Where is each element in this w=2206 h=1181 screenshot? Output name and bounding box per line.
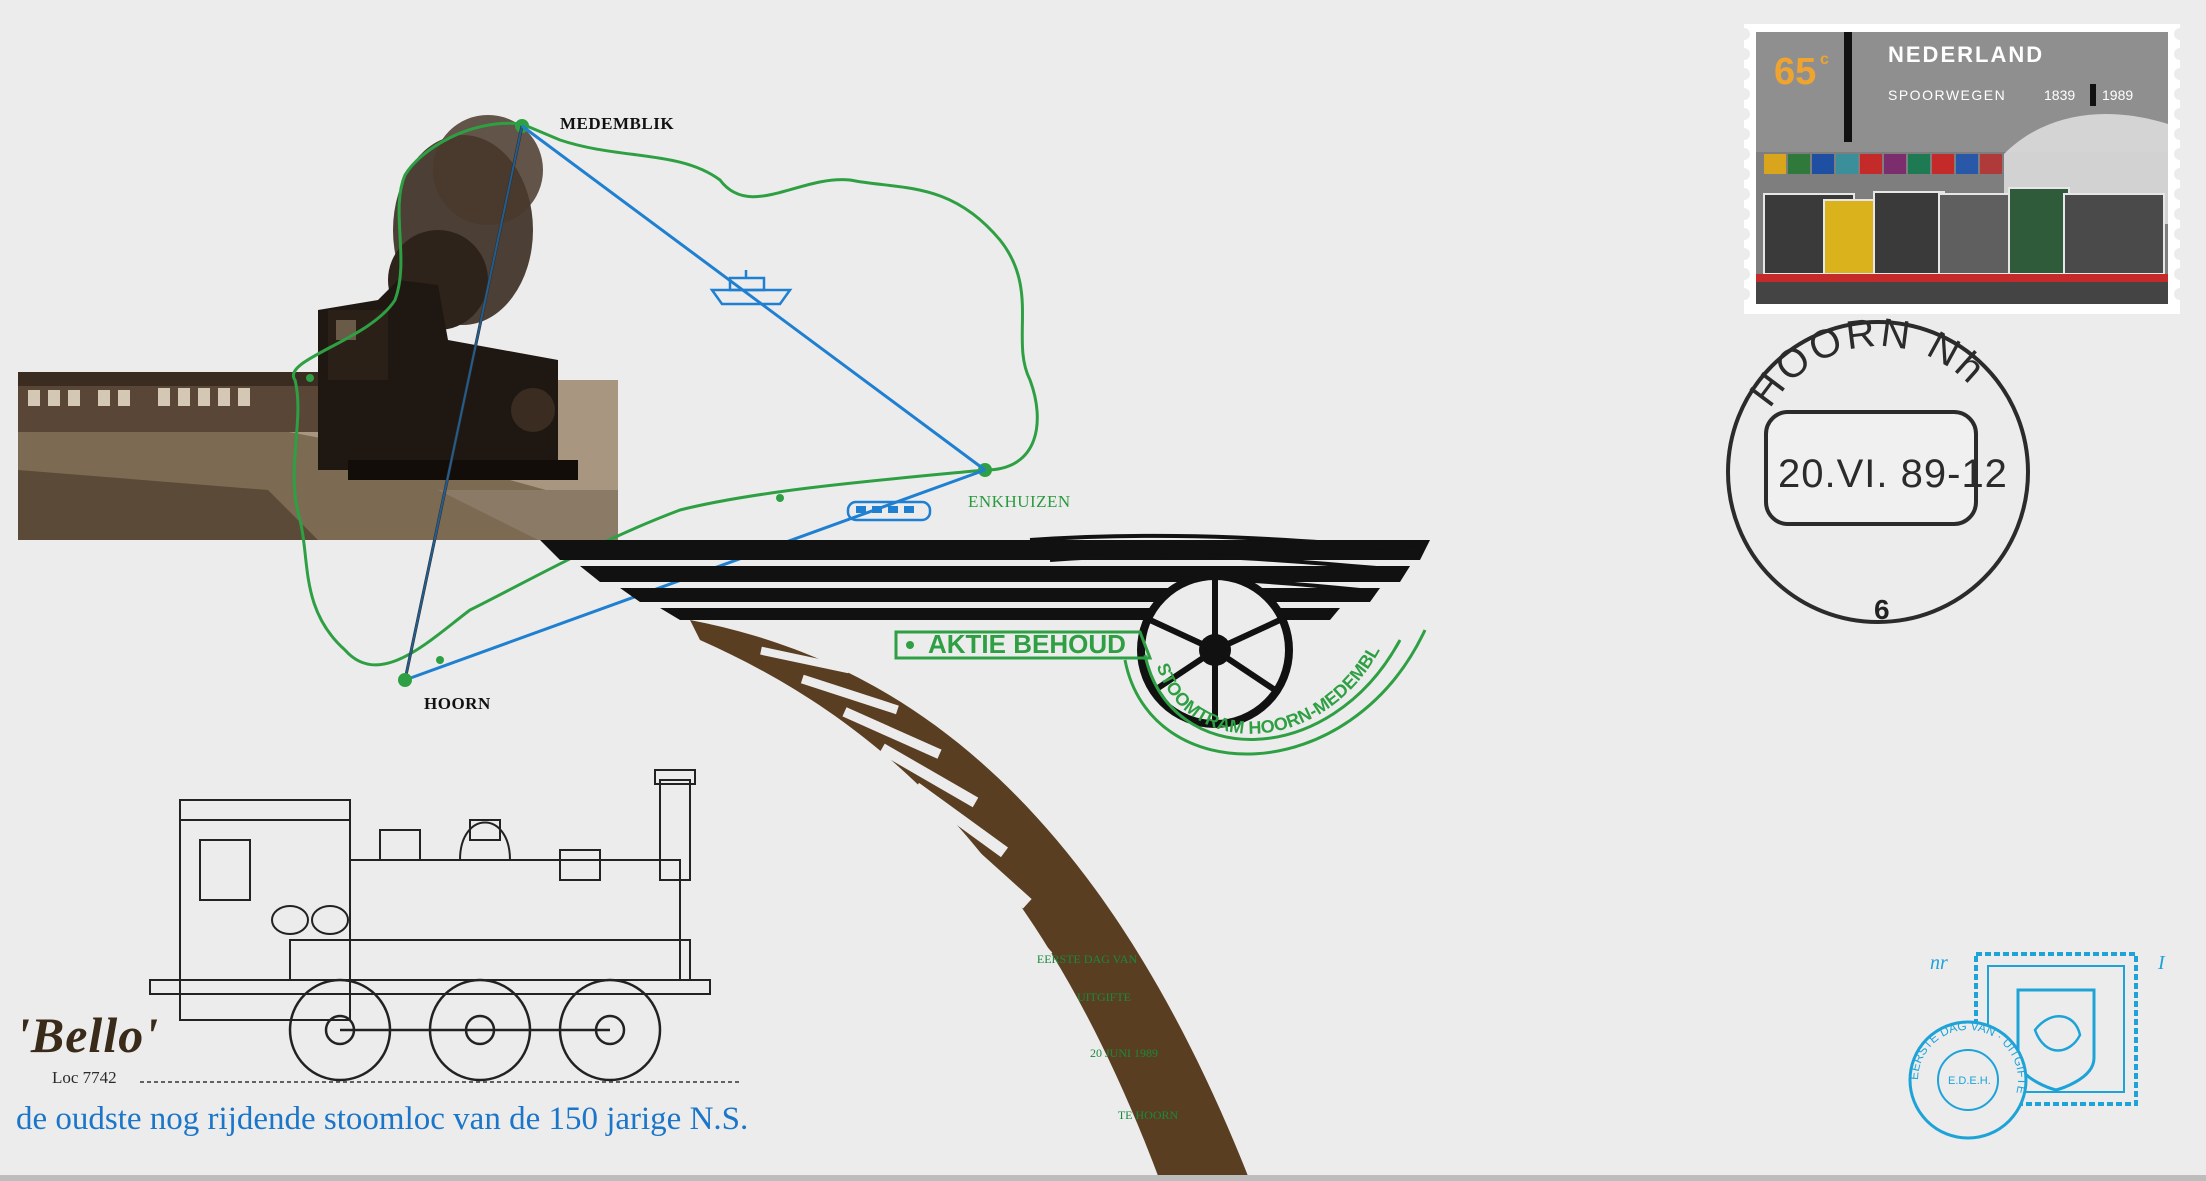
stamp-country: NEDERLAND (1888, 42, 2044, 67)
svg-text:HOORN Nh: HOORN Nh (1742, 311, 1995, 415)
postmark: HOORN Nh (1726, 311, 2030, 624)
bello-caption: de oudste nog rijdende stoomloc van de 1… (16, 1101, 749, 1137)
rail-text-2: UITGIFTE (1077, 990, 1131, 1004)
stamp-value: 65 (1774, 51, 1816, 93)
edeh-center-text: E.D.E.H. (1948, 1075, 1991, 1087)
route-map (291, 119, 1039, 687)
map-label-enkhuizen: ENKHUIZEN (968, 492, 1071, 511)
rail-text-3: 20 JUNI 1989 (1090, 1046, 1158, 1060)
map-label-medemblik: MEDEMBLIK (560, 114, 675, 133)
shield-icon (2016, 988, 2096, 1092)
stamp-year-end: 1989 (2102, 87, 2133, 103)
map-label-hoorn: HOORN (424, 694, 491, 713)
bello-title: 'Bello' (16, 1007, 160, 1063)
postmark-number: 6 (1874, 594, 1890, 625)
aktie-behoud-text: AKTIE BEHOUD (928, 629, 1126, 659)
rail-text-1: EERSTE DAG VAN (1036, 952, 1138, 966)
blue-line-medemblik-enkhuizen (521, 124, 986, 472)
green-route-loop (291, 121, 1039, 667)
postmark-date: 20.VI. 89-12 (1778, 452, 2008, 496)
nr-label: nr (1930, 952, 1948, 974)
bello-locomotive-drawing (140, 769, 740, 1083)
nr-value: I (2158, 952, 2165, 974)
rail-text-4: TE HOORN (1117, 1108, 1179, 1122)
steam-train-photo (18, 115, 618, 540)
edeh-cachet: EERSTE DAG VAN · UITGIFTE E.D.E.H. (1907, 952, 2138, 1140)
stamp-theme: SPOORWEGEN (1888, 87, 2006, 103)
winged-wheel-emblem: AKTIE BEHOUD STOOMTRAM HOORN-MEDEMBLIK (880, 520, 1427, 756)
train-icon (846, 500, 932, 522)
ship-icon (709, 270, 793, 306)
bello-loc-number: Loc 7742 (52, 1068, 117, 1087)
stamp-cent: c (1820, 51, 1829, 68)
stamp-year-start: 1839 (2044, 87, 2075, 103)
postmark-place: HOORN Nh (1742, 311, 1992, 415)
postage-stamp: 65 c NEDERLAND SPOORWEGEN 1839 1989 (1744, 24, 2180, 314)
